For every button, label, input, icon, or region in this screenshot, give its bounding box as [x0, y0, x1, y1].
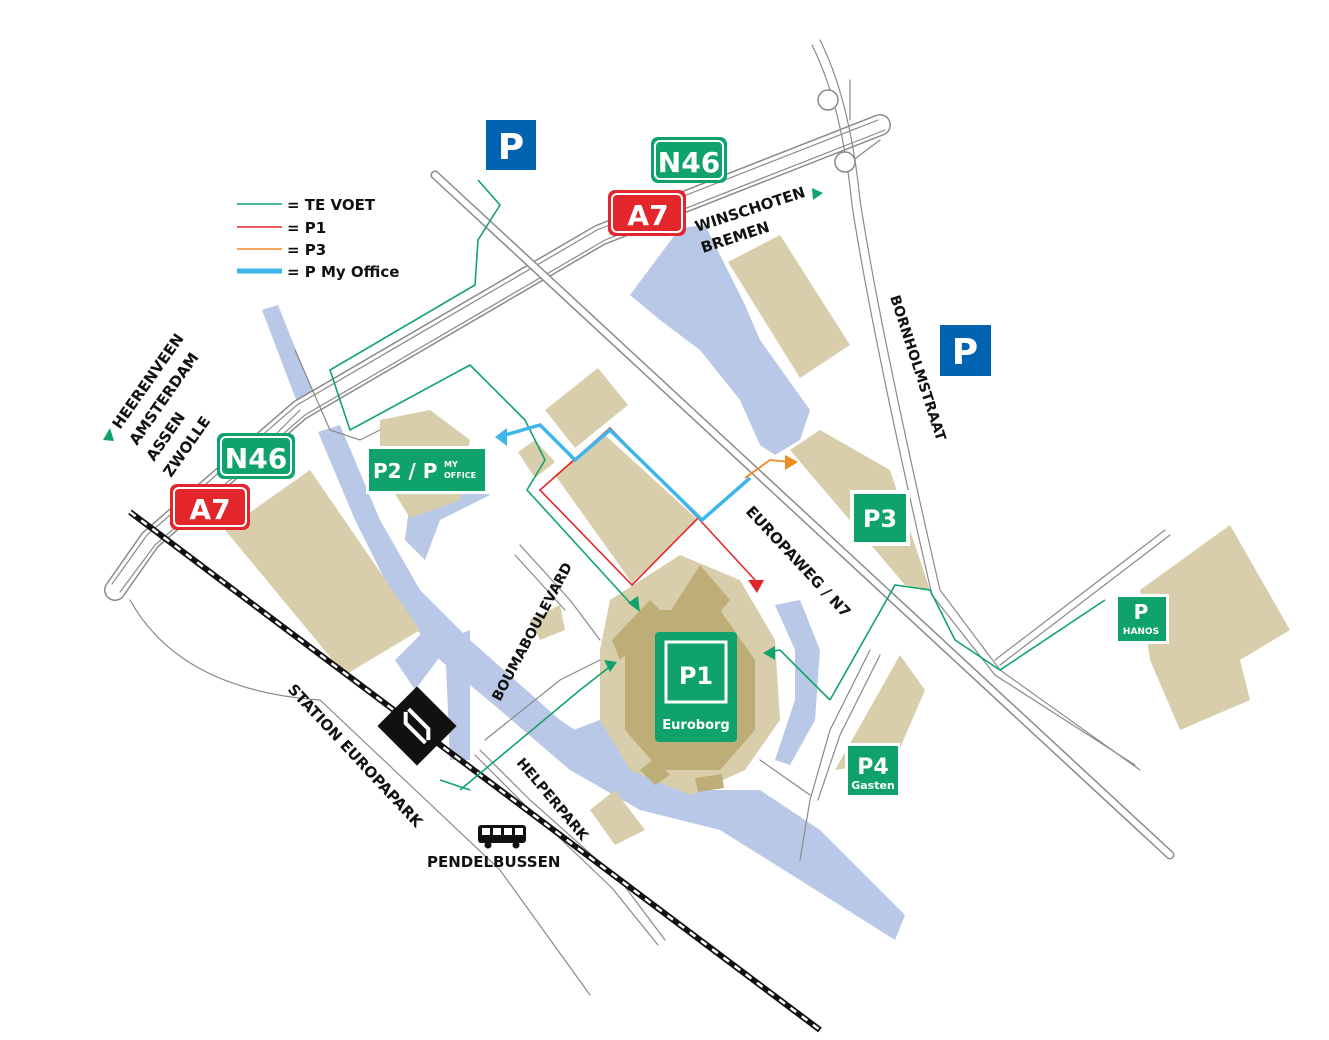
parking-label: P1: [679, 662, 713, 690]
train-station-icon[interactable]: [377, 686, 457, 766]
parking-label: P: [1134, 600, 1149, 624]
sign-text: N46: [225, 442, 287, 475]
arrow-icon: [812, 188, 823, 200]
parking-p3[interactable]: P3: [850, 490, 910, 546]
sign-a7-left: A7: [170, 484, 250, 530]
sign-text: N46: [658, 146, 720, 179]
sign-n46-top: N46: [651, 137, 727, 183]
parking-p1-euroborg[interactable]: P1 Euroborg: [655, 632, 737, 742]
route-arrows: [495, 428, 798, 672]
legend-label: = P3: [287, 241, 326, 259]
parking-label: P2 / P: [373, 459, 437, 483]
route-my-office: [504, 423, 752, 523]
street-bornholmstraat: BORNHOLMSTRAAT: [886, 293, 948, 443]
parking-sup: MY: [444, 460, 458, 469]
pendelbussen-label: PENDELBUSSEN: [427, 853, 560, 871]
parking-sublabel: Euroborg: [662, 718, 729, 733]
legend: = TE VOET = P1 = P3 = P My Office: [237, 196, 399, 281]
sign-text: A7: [627, 199, 668, 232]
parking-label: P4: [857, 755, 888, 780]
sign-text: A7: [189, 493, 230, 526]
parking-label: P3: [863, 505, 897, 533]
destination-west: HEERENVEEN AMSTERDAM ASSEN ZWOLLE: [103, 330, 214, 480]
parking-p4-gasten[interactable]: P4 Gasten: [845, 743, 900, 798]
arrow-icon: [103, 428, 114, 441]
parking-hanos[interactable]: P HANOS: [1115, 594, 1169, 644]
parking-blue-east[interactable]: P: [940, 325, 991, 376]
parking-sup: OFFICE: [444, 471, 476, 480]
legend-label: = P My Office: [287, 263, 399, 281]
sign-a7-top: A7: [608, 190, 686, 236]
legend-label: = TE VOET: [287, 196, 376, 214]
parking-letter: P: [952, 332, 978, 373]
parking-p2-my-office[interactable]: P2 / P MY OFFICE: [366, 446, 488, 494]
route-p3: [744, 459, 791, 479]
parking-sublabel: Gasten: [851, 779, 895, 792]
parking-sublabel: HANOS: [1123, 627, 1159, 637]
bus-icon: [478, 825, 526, 849]
street-boumaboulevard: BOUMABOULEVARD: [489, 560, 576, 704]
railway: [128, 509, 822, 1033]
roads: [104, 39, 1175, 996]
parking-letter: P: [498, 127, 524, 168]
sign-n46-left: N46: [217, 433, 295, 479]
legend-label: = P1: [287, 219, 326, 237]
parking-blue-north[interactable]: P: [486, 120, 536, 170]
